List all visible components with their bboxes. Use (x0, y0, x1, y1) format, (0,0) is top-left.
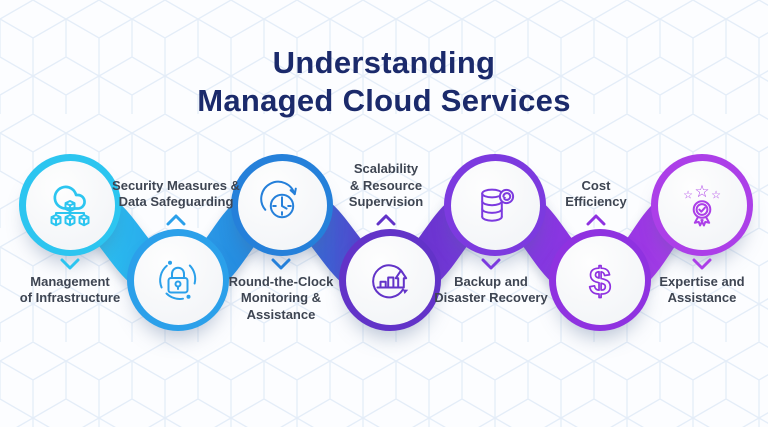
chevron-up-icon (586, 214, 606, 226)
node-label: Security Measures & Data Safeguarding (112, 177, 240, 209)
node-round-the-clock-monitoring (231, 154, 333, 256)
node-backup-disaster-recovery (444, 154, 546, 256)
chevron-down-icon (271, 258, 291, 270)
node-circle: $ (555, 235, 645, 325)
chevron-down-icon (481, 258, 501, 270)
node-scalability-resource (339, 229, 441, 331)
node-circle (450, 160, 540, 250)
node-cost-efficiency: $ (549, 229, 651, 331)
label-cost-efficiency: Cost Efficiency (516, 178, 676, 227)
node-circle (133, 235, 223, 325)
title-line-2: Managed Cloud Services (197, 83, 571, 118)
security-lock-icon (159, 260, 197, 300)
node-expertise-assistance: ☆ ☆ ☆ (651, 154, 753, 256)
label-round-the-clock-monitoring: Round-the-Clock Monitoring & Assistance (201, 258, 361, 323)
chevron-down-icon (692, 258, 712, 270)
label-scalability-resource: Scalability & Resource Supervision (306, 161, 466, 226)
node-label: Cost Efficiency (565, 177, 627, 209)
node-label: Management of Infrastructure (19, 274, 121, 306)
label-backup-disaster-recovery: Backup and Disaster Recovery (411, 258, 571, 307)
title-line-1: Understanding (272, 45, 496, 80)
cloud-infrastructure-icon (50, 185, 90, 227)
node-label: Round-the-Clock Monitoring & Assistance (228, 274, 334, 322)
growth-chart-icon (372, 264, 409, 299)
label-expertise-assistance: Expertise and Assistance (622, 258, 768, 307)
svg-text:☆: ☆ (683, 189, 693, 202)
label-security-measures: Security Measures & Data Safeguarding (96, 178, 256, 227)
node-circle (237, 160, 327, 250)
node-label: Scalability & Resource Supervision (348, 161, 424, 209)
node-management-of-infrastructure (19, 154, 121, 256)
node-circle (345, 235, 435, 325)
node-label: Expertise and Assistance (659, 274, 745, 306)
page-title: Understanding Managed Cloud Services (0, 44, 768, 120)
medal-stars-icon: ☆ ☆ ☆ (683, 182, 721, 227)
chevron-up-icon (166, 214, 186, 226)
database-backup-icon (481, 188, 515, 222)
node-circle: ☆ ☆ ☆ (657, 160, 747, 250)
svg-text:$: $ (589, 261, 611, 304)
chevron-down-icon (60, 258, 80, 270)
node-label: Backup and Disaster Recovery (434, 274, 548, 306)
dollar-icon: $ (588, 260, 612, 305)
svg-text:☆: ☆ (694, 182, 709, 202)
node-security-measures (127, 229, 229, 331)
chevron-up-icon (376, 214, 396, 226)
label-management-of-infrastructure: Management of Infrastructure (0, 258, 150, 307)
clock-monitoring-icon (260, 180, 297, 219)
svg-text:☆: ☆ (711, 189, 721, 202)
node-circle (25, 160, 115, 250)
